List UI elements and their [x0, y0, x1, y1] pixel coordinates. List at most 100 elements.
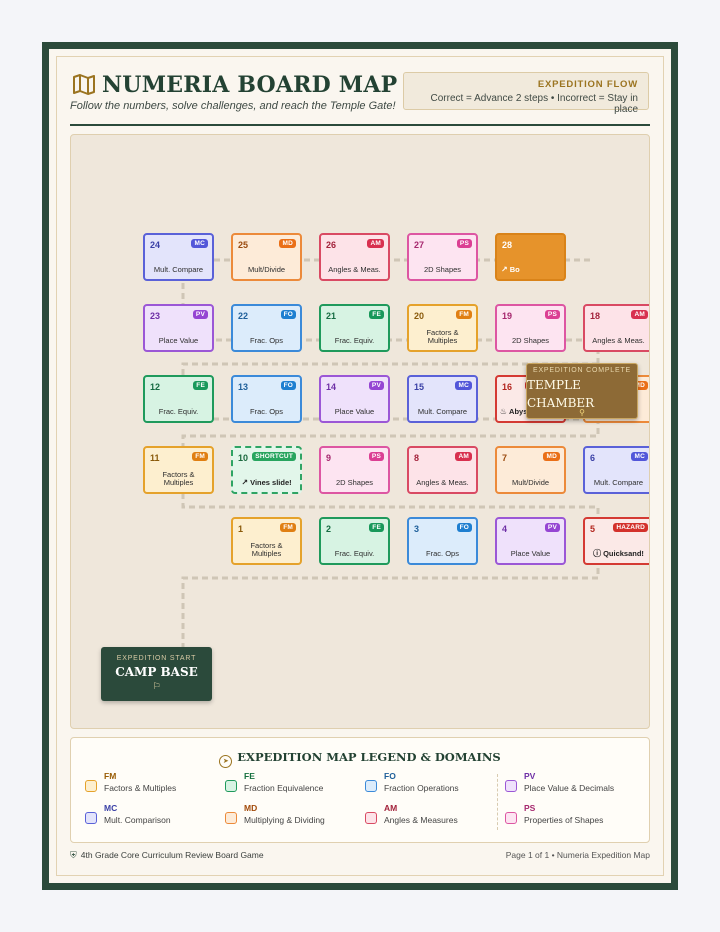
tile-label: Frac. Ops [235, 337, 298, 346]
tile-badge: AM [455, 452, 472, 461]
tile-number: 24 [150, 240, 161, 250]
tile-label: 2D Shapes [323, 479, 386, 488]
tile-label-text: Factors & Multiples [250, 540, 283, 559]
title-divider [70, 124, 650, 126]
tile-badge: FE [193, 381, 208, 390]
tile-number: 19 [502, 311, 513, 321]
footer-left-text: 4th Grade Core Curriculum Review Board G… [80, 850, 264, 860]
tile-badge: FO [280, 310, 296, 319]
footer-left: ⛨4th Grade Core Curriculum Review Board … [70, 850, 264, 861]
compass-icon: ➤ [219, 755, 233, 768]
trophy-icon: ⚲ [579, 408, 585, 417]
finish-name-line1: TEMPLE [527, 378, 581, 392]
tile-badge: MD [631, 381, 648, 390]
trend-up-icon: ↗ [501, 265, 508, 275]
tile-badge: PS [544, 310, 560, 319]
finish-name-line2: CHAMBER [527, 396, 595, 410]
tile-label-text: Quicksand! [603, 549, 644, 559]
tile-number: 7 [502, 453, 508, 463]
tile-number: 23 [150, 311, 161, 321]
tile-badge: AM [631, 310, 648, 319]
tile-badge: MD [279, 239, 296, 248]
tile-number: 20 [414, 311, 425, 321]
tile-label: Angles & Meas. [587, 337, 649, 346]
tile-number: 9 [326, 453, 332, 463]
board-tile-19[interactable]: 19 PS 2D Shapes [495, 304, 566, 352]
tile-label-text: 2D Shapes [335, 478, 374, 488]
tile-label: ↗Bo [501, 265, 562, 275]
board-tile-7[interactable]: 7 MD Mult/Divide [495, 446, 566, 494]
legend-title: ➤ EXPEDITION MAP LEGEND & DOMAINS [71, 750, 649, 768]
tile-label: Mult. Compare [411, 408, 474, 417]
tile-number: 8 [414, 453, 420, 463]
legend-code: MC [104, 803, 118, 813]
legend-name: Mult. Comparison [104, 815, 171, 825]
tile-label-text: 2D Shapes [423, 265, 462, 275]
tile-number: 11 [150, 453, 160, 463]
footer-right: Page 1 of 1 • Numeria Expedition Map [505, 850, 650, 860]
legend-swatch [85, 812, 97, 824]
tile-label-text: Frac. Equiv. [334, 549, 375, 559]
start-name: CAMP BASE [115, 665, 198, 679]
tile-badge: SHORTCUT [252, 452, 296, 461]
tile-badge: FM [456, 310, 472, 319]
board-tile-8[interactable]: 8 AM Angles & Meas. [407, 446, 478, 494]
tile-label: Angles & Meas. [411, 479, 474, 488]
legend-title-text: EXPEDITION MAP LEGEND & DOMAINS [237, 750, 501, 764]
tile-label: Frac. Equiv. [323, 337, 386, 346]
board-tile-28[interactable]: 28↗Bo [495, 233, 566, 281]
tile-number: 1 [238, 524, 244, 534]
tile-label-text: Place Value [334, 407, 375, 417]
legend-name: Multiplying & Dividing [244, 815, 325, 825]
tile-label: Frac. Equiv. [147, 408, 210, 417]
camp-base-start[interactable]: EXPEDITION START CAMP BASE ⚐ [101, 647, 212, 701]
tile-number: 15 [414, 382, 425, 392]
tile-label: Angles & Meas. [323, 266, 386, 275]
tile-label: 2D Shapes [411, 266, 474, 275]
tile-number: 2 [326, 524, 332, 534]
legend-code: PV [524, 771, 536, 781]
alert-icon: ⓘ [593, 549, 602, 559]
tile-badge: MC [631, 452, 648, 461]
legend-code: FE [244, 771, 255, 781]
page-title: NUMERIA BOARD MAP [102, 72, 398, 98]
tile-label-text: 2D Shapes [511, 336, 550, 346]
tile-label: Mult/Divide [499, 479, 562, 488]
tile-label: Mult. Compare [587, 479, 649, 488]
tile-label-text: Mult. Compare [153, 265, 204, 275]
flag-icon: ⚐ [152, 681, 161, 691]
flame-icon: ♨ [499, 407, 508, 417]
tile-number: 3 [414, 524, 420, 534]
tile-label: Place Value [323, 408, 386, 417]
tile-label: Mult. Compare [147, 266, 210, 275]
legend-name: Place Value & Decimals [524, 783, 615, 793]
expedition-flow-box: EXPEDITION FLOW Correct = Advance 2 step… [403, 72, 649, 115]
tile-badge: MD [543, 452, 560, 461]
tile-label-text: Angles & Meas. [416, 478, 469, 488]
